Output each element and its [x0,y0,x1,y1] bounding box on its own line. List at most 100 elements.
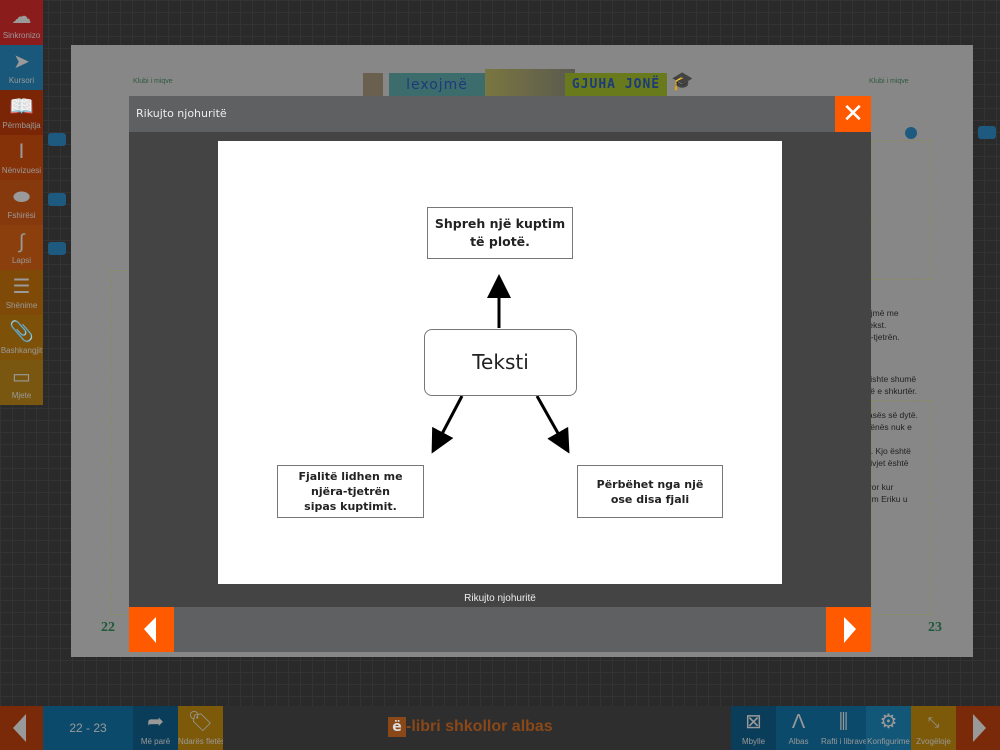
page-range[interactable]: 22 - 23 [43,706,133,750]
right-page-number: 23 [928,620,942,635]
diagram-center-box: Teksti [424,329,577,396]
chevron-left-icon [144,617,156,643]
toolbar-label: Fshirësi [7,211,36,220]
back-button[interactable]: ➦Më parë [133,706,178,750]
toolbar-nnvizuesi[interactable]: Ⅰ Nënvizuesi [0,135,43,180]
toolbar-label: Kursori [8,76,35,85]
toolbar-bashkangjit[interactable]: 📎Bashkangjit [0,315,43,360]
left-page-header: Klubi i miqve [133,78,173,85]
toolbar-mjete[interactable]: ▭Mjete [0,360,43,405]
diagram-text: Fjalitë lidhen me [298,470,403,483]
diagram-text: ose disa fjali [610,492,690,506]
book-icon: 📖 [9,96,34,118]
text-fragment: lasës së dytë. [866,410,918,420]
books-icon [363,73,383,97]
arrow-left [431,395,464,454]
cursor-icon: ➤ [13,51,30,73]
modal-nav-bar [129,607,871,652]
toolbar-label: Nënvizuesi [1,166,42,175]
diagram-arrows [431,274,570,454]
camera-marker-icon[interactable] [978,126,996,139]
note-marker-icon[interactable] [48,242,66,255]
close-label: Mbylle [741,737,766,746]
text-fragment: tekst. [866,320,887,330]
image-caption: Rikujto njohuritë [464,593,536,604]
tag-icon: 🏷 [187,711,214,733]
next-page-button[interactable] [956,706,1000,750]
toolbar-kursori[interactable]: ➤ Kursori [0,45,43,90]
text-fragment: xënës nuk e [866,422,912,432]
shrink-icon: ⤡ [927,714,940,730]
notes-icon: ☰ [12,276,31,298]
albas-label: Albas [788,737,809,746]
text-fragment: a-tjetrën. [866,332,900,342]
eraser-icon: ⬬ [12,186,31,208]
shelf-label: Rafti i librave [821,737,866,746]
toolbar-lapsi[interactable]: ∫ Lapsi [0,225,43,270]
settings-label: Konfigurime [867,737,910,746]
back-label: Më parë [140,737,171,746]
albas-logo: ë -libri shkollor albas [388,717,553,737]
note-marker-icon[interactable] [48,133,66,146]
cloud-icon: ☁ [11,6,32,28]
toolbar-prmbajtja[interactable]: 📖 Përmbajtja [0,90,43,135]
right-image-frame [871,140,931,280]
toolbar-label: Sinkronizo [2,31,41,40]
text-fragment: ajmë me [866,308,899,318]
previous-page-button[interactable] [0,706,43,750]
modal-title: Rikujto njohuritë [129,96,871,132]
text-fragment: sivjet është [866,458,909,468]
bookmark-label: Ndarës fletësh [178,737,223,746]
diagram-text: Përbëhet nga një [596,477,704,491]
diagram-image: Shpreh një kuptim të plotë. Teksti Fjalit… [218,141,782,584]
diagram-text: Shpreh një kuptim [434,216,566,231]
toolbar-shnime[interactable]: ☰ Shënime [0,270,43,315]
bookmark-button[interactable]: 🏷 Ndarës fletësh [178,706,223,750]
previous-image-button[interactable] [129,607,174,652]
close-book-button[interactable]: ⊠ Mbylle [731,706,776,750]
albas-button[interactable]: Λ Albas [776,706,821,750]
toolbar-sinkronizo[interactable]: ☁ Sinkronizo [0,0,43,45]
text-fragment: itë e shkurtër. [866,386,918,396]
text-fragment: Por kur [866,482,894,492]
left-page-number: 22 [101,620,115,635]
toolbar-label: Mjete [11,391,32,400]
bookshelf-icon: ⫼ [838,711,849,733]
right-page-header: Klubi i miqve [869,78,909,85]
chevron-left-icon [13,714,26,742]
text-fragment: kishte shumë [866,374,917,384]
logo-text: -libri shkollor albas [406,718,553,735]
bookshelf-button[interactable]: ⫼ Rafti i librave [821,706,866,750]
camera-icon[interactable] [905,127,917,139]
next-image-button[interactable] [826,607,871,652]
text-fragment: llim Eriku u [866,494,908,504]
highlighter-icon: Ⅰ [18,141,25,163]
diagram-text: sipas kuptimit. [304,500,397,513]
toolbar-label: Lapsi [11,256,32,265]
toolbar-label: Përmbajtja [2,121,41,130]
diagram-text: të plotë. [470,234,530,249]
note-marker-icon[interactable] [48,193,66,206]
arrow-right [535,395,570,454]
banner-divider [485,69,575,97]
paperclip-icon: 📎 [9,321,34,343]
diagram-left-box: Fjalitë lidhen me njëra-tjetrën sipas kupt… [277,465,424,518]
zoom-out-button[interactable]: ⤡ Zvogëloje [911,706,956,750]
right-page-text: ajmë me tekst. a-tjetrën. kishte shumë itë e… [866,307,926,505]
logo-e-icon: ë [388,717,406,737]
toolbar-label: Shënime [5,301,38,310]
chevron-right-icon [844,617,856,643]
banner-lexojme: lexojmë [389,73,485,97]
banner-gjuha-jone: GJUHA JONË [565,73,667,97]
close-button[interactable]: ✕ [835,96,871,132]
albas-a-icon: Λ [791,711,806,733]
toolbar-fshirsi[interactable]: ⬬ Fshirësi [0,180,43,225]
diagram-text: njëra-tjetrën [311,485,390,498]
right-page-frame [871,400,931,615]
pencil-icon: ∫ [18,231,25,253]
zoom-out-label: Zvogëloje [916,737,951,746]
chevron-right-icon [973,714,986,742]
settings-button[interactable]: ⚙Konfigurime [866,706,911,750]
close-box-icon: ⊠ [745,711,762,733]
